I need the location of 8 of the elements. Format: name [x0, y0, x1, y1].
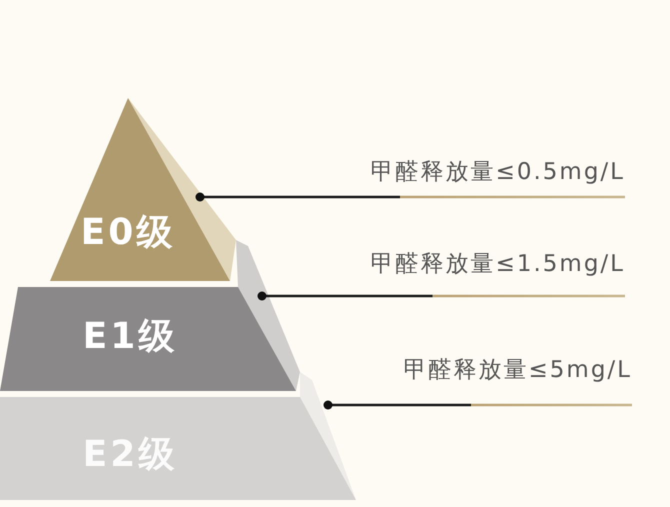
leader-line [196, 192, 625, 202]
emission-limit-text: 甲醛释放量≤5mg/L [404, 358, 632, 384]
leader-line [324, 400, 632, 410]
leader-line [258, 292, 625, 300]
emission-limit-text: 甲醛释放量≤1.5mg/L [370, 252, 625, 278]
tier-label: E1级 [82, 319, 178, 355]
tier-label: E0级 [80, 215, 176, 251]
emission-limit-text: 甲醛释放量≤0.5mg/L [370, 160, 625, 186]
